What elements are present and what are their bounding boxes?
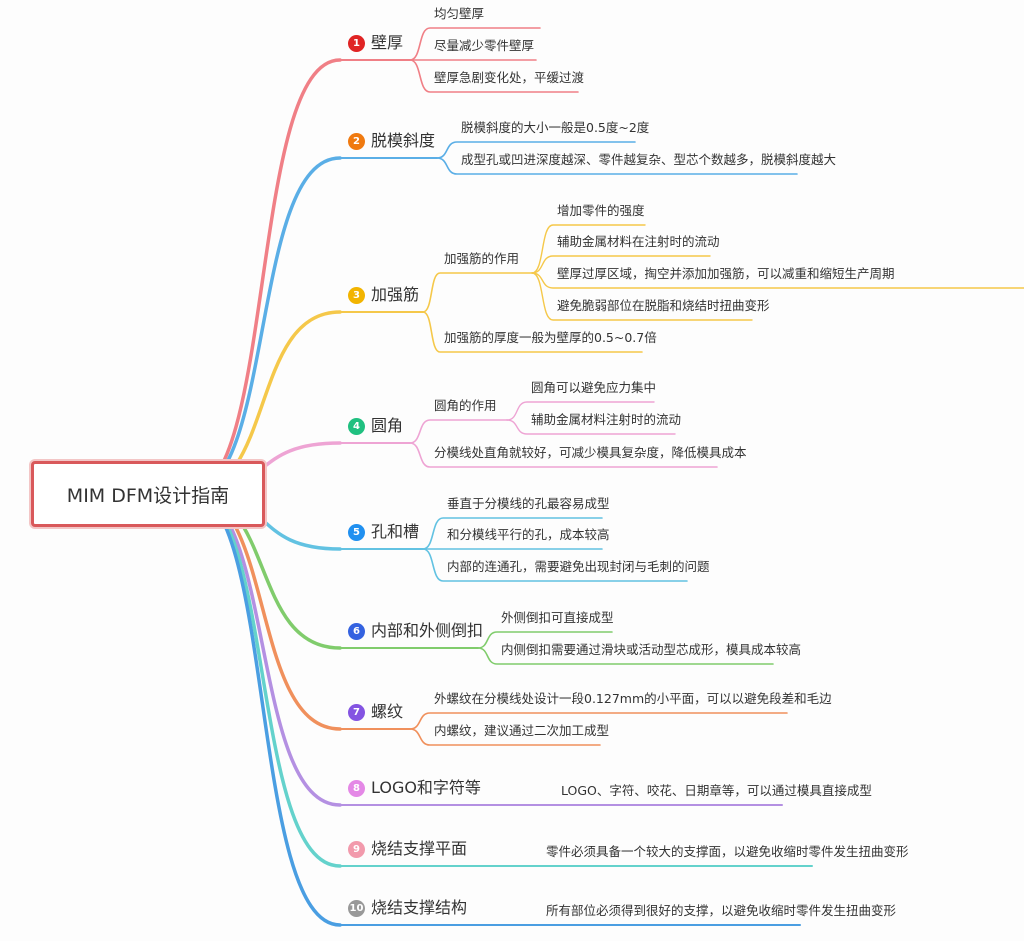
topic-label: 烧结支撑结构: [371, 898, 468, 917]
child-node[interactable]: 加强筋的作用: [444, 251, 520, 266]
child-branch: [422, 548, 688, 582]
topic-1[interactable]: 1 壁厚: [348, 33, 403, 53]
child-node[interactable]: 外螺纹在分模线处设计一段0.127mm的小平面，可以以避免段差和毛边: [434, 691, 832, 706]
topic-label: 壁厚: [371, 33, 404, 52]
topic-label: 加强筋: [371, 285, 420, 304]
root-node[interactable]: MIM DFM设计指南: [31, 461, 265, 527]
child-node[interactable]: 圆角的作用: [434, 398, 497, 413]
child-node[interactable]: 外侧倒扣可直接成型: [501, 610, 614, 625]
child-node[interactable]: 均匀壁厚: [434, 6, 485, 21]
child-node[interactable]: 尽量减少零件壁厚: [434, 38, 535, 53]
number-badge-icon: 7: [348, 703, 365, 721]
child-branch: [409, 442, 718, 468]
number-badge-icon: 9: [348, 840, 365, 858]
number-badge-icon: 3: [348, 286, 365, 304]
child-node[interactable]: 和分模线平行的孔，成本较高: [447, 527, 610, 542]
grandchild-node[interactable]: 增加零件的强度: [557, 203, 645, 218]
root-branch-8: [188, 490, 342, 807]
child-branch: [409, 59, 579, 93]
child-node[interactable]: 成型孔或凹进深度越深、零件越复杂、型芯个数越多，脱模斜度越大: [461, 152, 837, 167]
topic-8[interactable]: 8 LOGO和字符等: [348, 778, 481, 798]
root-title: MIM DFM设计指南: [66, 484, 230, 507]
number-badge-icon: 10: [348, 899, 365, 917]
grandchild-node[interactable]: 辅助金属材料在注射时的流动: [557, 234, 720, 249]
child-node[interactable]: 分模线处直角就较好，可减少模具复杂度，降低模具成本: [434, 445, 747, 460]
topic-9[interactable]: 9 烧结支撑平面: [348, 839, 467, 859]
child-node[interactable]: 零件必须具备一个较大的支撑面，以避免收缩时零件发生扭曲变形: [546, 844, 909, 859]
topic-4[interactable]: 4 圆角: [348, 416, 403, 436]
number-badge-icon: 6: [348, 622, 365, 640]
child-node[interactable]: 内螺纹，建议通过二次加工成型: [434, 723, 610, 738]
child-node[interactable]: 脱模斜度的大小一般是0.5度~2度: [461, 120, 650, 135]
child-node[interactable]: 壁厚急剧变化处，平缓过渡: [434, 70, 585, 85]
number-badge-icon: 1: [348, 34, 365, 52]
grandchild-node[interactable]: 壁厚过厚区域，掏空并添加加强筋，可以减重和缩短生产周期: [557, 266, 895, 281]
child-branch: [477, 631, 613, 649]
topic-label: 孔和槽: [371, 522, 420, 541]
grandchild-branch: [506, 419, 676, 435]
child-branch: [436, 157, 798, 175]
topic-6[interactable]: 6 内部和外侧倒扣: [348, 621, 483, 641]
number-badge-icon: 2: [348, 132, 365, 150]
child-node[interactable]: 垂直于分模线的孔最容易成型: [447, 496, 610, 511]
topic-label: LOGO和字符等: [371, 778, 481, 797]
child-branch: [409, 419, 508, 444]
topic-5[interactable]: 5 孔和槽: [348, 522, 419, 542]
topic-label: 螺纹: [371, 702, 404, 721]
topic-7[interactable]: 7 螺纹: [348, 702, 403, 722]
root-branch-1: [188, 58, 342, 494]
child-branch: [422, 311, 643, 353]
child-branch: [409, 728, 601, 746]
topic-label: 内部和外侧倒扣: [371, 621, 484, 640]
number-badge-icon: 5: [348, 523, 365, 541]
grandchild-branch: [531, 224, 646, 274]
grandchild-node[interactable]: 辅助金属材料注射时的流动: [531, 412, 682, 427]
topic-3[interactable]: 3 加强筋: [348, 285, 419, 305]
root-branch-10: [188, 490, 342, 927]
topic-label: 烧结支撑平面: [371, 839, 468, 858]
child-branch: [436, 141, 636, 159]
child-node[interactable]: 内侧倒扣需要通过滑块或活动型芯成形，模具成本较高: [501, 642, 802, 657]
child-node[interactable]: 所有部位必须得到很好的支撑，以避免收缩时零件发生扭曲变形: [546, 903, 897, 918]
topic-label: 圆角: [371, 416, 404, 435]
child-node[interactable]: LOGO、字符、咬花、日期章等，可以通过模具直接成型: [561, 783, 872, 798]
grandchild-node[interactable]: 圆角可以避免应力集中: [531, 380, 657, 395]
topic-label: 脱模斜度: [371, 131, 436, 150]
root-branch-2: [188, 156, 342, 494]
topic-2[interactable]: 2 脱模斜度: [348, 131, 435, 151]
child-branch: [422, 272, 533, 313]
child-branch: [409, 712, 788, 730]
child-branch: [477, 647, 774, 665]
topic-10[interactable]: 10 烧结支撑结构: [348, 898, 467, 918]
child-branch: [409, 27, 541, 61]
number-badge-icon: 8: [348, 779, 365, 797]
grandchild-branch: [531, 272, 753, 321]
grandchild-node[interactable]: 避免脆弱部位在脱脂和烧结时扭曲变形: [557, 298, 770, 313]
child-node[interactable]: 内部的连通孔，需要避免出现封闭与毛刺的问题: [447, 559, 710, 574]
child-branch: [422, 517, 603, 550]
child-node[interactable]: 加强筋的厚度一般为壁厚的0.5~0.7倍: [444, 330, 657, 345]
grandchild-branch: [506, 401, 655, 421]
grandchild-branch: [531, 255, 711, 274]
number-badge-icon: 4: [348, 417, 365, 435]
